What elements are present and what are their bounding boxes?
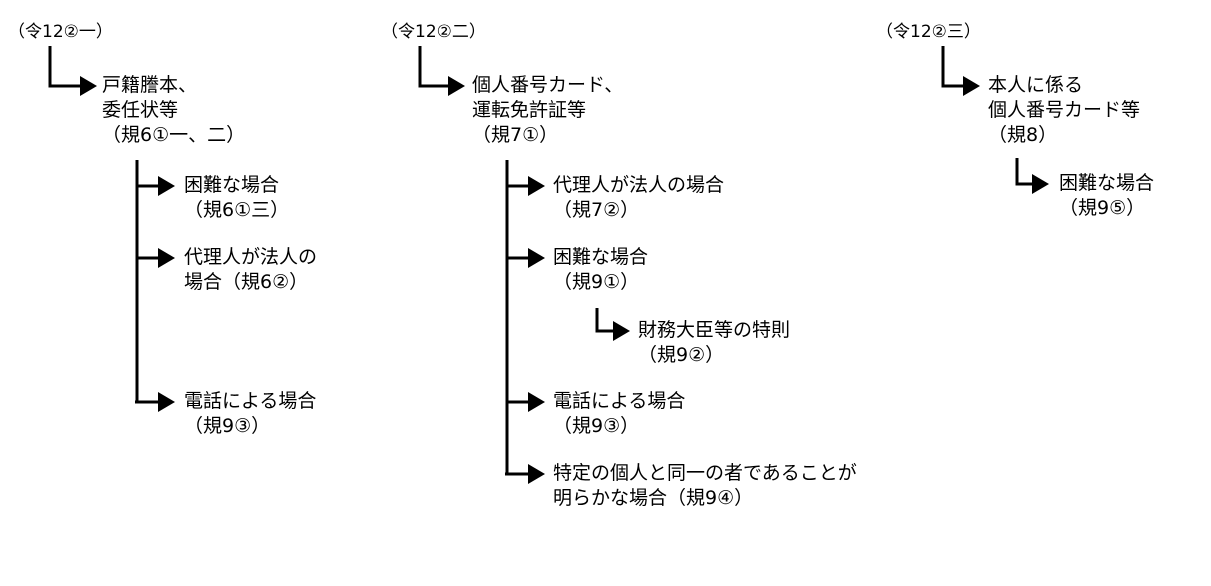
arrowhead-col2-child5 [528,464,545,484]
col2-child-4-line2: （規9③） [553,415,640,437]
col2-child-5-line2: 明らかな場合（規9④） [553,487,754,509]
arrowhead-col3-child1 [1032,174,1049,194]
arrowhead-col1-child1 [158,176,175,196]
connector-col1-main [48,46,82,88]
arrowhead-col2-subchild [613,321,630,341]
connector-col3-child1 [1015,158,1034,186]
col2-child-node-5: 特定の個人と同一の者であることが 明らかな場合（規9④） [553,461,857,511]
arrowhead-col1-child3 [158,392,175,412]
arrowhead-col1-child2 [158,248,175,268]
col3-main-line2: 個人番号カード等 [988,99,1141,121]
col2-child-2-line2: （規9①） [553,271,640,293]
connector-col2-main [418,46,450,88]
arrowhead-col2-main [448,76,465,96]
col2-main-node: 個人番号カード、 運転免許証等 （規7①） [472,73,623,148]
col1-child-2-line2: 場合（規6②） [184,271,309,293]
col2-header: （令12②二） [381,22,486,42]
col1-child-node-2: 代理人が法人の 場合（規6②） [184,245,317,295]
col2-subchild-node: 財務大臣等の特則 （規9②） [638,318,790,368]
arrowhead-col3-main [963,76,980,96]
col2-subchild-line1: 財務大臣等の特則 [638,319,791,341]
col3-child-1-line1: 困難な場合 [1059,172,1155,194]
connector-col2-subchild [595,308,615,333]
col2-main-line2: 運転免許証等 [472,99,587,121]
col1-main-line2: 委任状等 [102,99,179,121]
arrowhead-col2-child1 [528,176,545,196]
col2-child-2-line1: 困難な場合 [553,246,649,268]
col3-header: （令12②三） [876,22,981,42]
col1-child-3-line1: 電話による場合 [184,390,317,412]
col3-main-line1: 本人に係る [988,74,1084,96]
col2-main-line3: （規7①） [472,124,559,146]
col3-child-1-line2: （規9⑤） [1059,197,1146,219]
col1-main-line1: 戸籍謄本、 [102,74,198,96]
col2-main-line1: 個人番号カード、 [472,74,624,96]
col3-child-node-1: 困難な場合 （規9⑤） [1059,171,1154,221]
connector-col3-main [941,46,965,88]
col1-child-node-3: 電話による場合 （規9③） [184,389,316,439]
col2-child-node-1: 代理人が法人の場合 （規7②） [553,173,724,223]
col1-child-1-line1: 困難な場合 [184,174,280,196]
col1-main-node: 戸籍謄本、 委任状等 （規6①一、二） [102,73,245,148]
arrowhead-col2-child4 [528,392,545,412]
col1-child-node-1: 困難な場合 （規6①三） [184,173,289,223]
col2-child-node-2: 困難な場合 （規9①） [553,245,648,295]
col2-child-5-line1: 特定の個人と同一の者であることが [553,462,857,484]
col2-child-1-line1: 代理人が法人の場合 [553,174,725,196]
col1-main-line3: （規6①一、二） [102,124,246,146]
col1-header: （令12②一） [8,22,113,42]
col1-child-3-line2: （規9③） [184,415,271,437]
col3-main-line3: （規8） [988,124,1058,146]
col2-child-node-4: 電話による場合 （規9③） [553,389,685,439]
col1-child-1-line2: （規6①三） [184,199,290,221]
col2-child-1-line2: （規7②） [553,199,640,221]
col2-child-4-line1: 電話による場合 [553,390,686,412]
col3-main-node: 本人に係る 個人番号カード等 （規8） [988,73,1140,148]
arrowhead-col1-main [80,76,97,96]
col2-subchild-line2: （規9②） [638,344,725,366]
col1-child-2-line1: 代理人が法人の [184,246,318,268]
arrowhead-col2-child2 [528,248,545,268]
